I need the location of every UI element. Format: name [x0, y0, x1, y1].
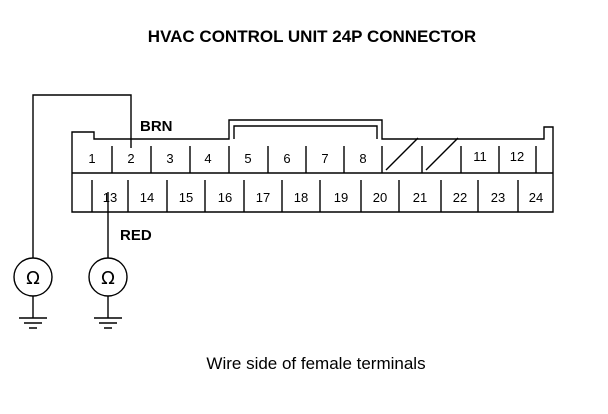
terminal-8: 8 — [359, 151, 366, 166]
terminal-15: 15 — [179, 190, 193, 205]
ground-icon — [19, 317, 47, 329]
ohmmeter-left: Ω — [13, 257, 53, 329]
test-lead-brn — [32, 94, 132, 258]
terminal-5: 5 — [244, 151, 251, 166]
connector-body — [71, 119, 554, 213]
ohmmeter-symbol: Ω — [101, 268, 115, 289]
terminal-22: 22 — [453, 190, 467, 205]
ohmmeter-symbol: Ω — [26, 268, 40, 289]
terminal-11: 11 — [473, 149, 487, 164]
wire-label-brn: BRN — [140, 118, 173, 135]
terminal-21: 21 — [413, 190, 427, 205]
empty-cavity-10 — [425, 137, 459, 171]
terminal-numbers-top: 1 2 3 4 5 6 7 8 11 12 — [88, 149, 524, 166]
wire-labels: BRN RED — [120, 118, 173, 244]
terminal-17: 17 — [256, 190, 270, 205]
terminal-13: 13 — [103, 190, 117, 205]
terminal-19: 19 — [334, 190, 348, 205]
diagram-title: HVAC CONTROL UNIT 24P CONNECTOR — [148, 27, 476, 46]
ground-icon — [94, 317, 122, 329]
terminal-6: 6 — [283, 151, 290, 166]
terminal-20: 20 — [373, 190, 387, 205]
terminal-numbers-bottom: 13 14 15 16 17 18 19 20 21 22 23 24 — [103, 190, 543, 205]
terminal-16: 16 — [218, 190, 232, 205]
empty-cavity-9 — [385, 137, 419, 171]
terminal-24: 24 — [529, 190, 543, 205]
terminal-12: 12 — [510, 149, 524, 164]
ohmmeter-right: Ω — [88, 257, 128, 329]
terminal-7: 7 — [321, 151, 328, 166]
terminal-14: 14 — [140, 190, 154, 205]
terminal-3: 3 — [166, 151, 173, 166]
terminal-23: 23 — [491, 190, 505, 205]
terminal-2: 2 — [127, 151, 134, 166]
wire-label-red: RED — [120, 227, 152, 244]
terminal-18: 18 — [294, 190, 308, 205]
terminal-4: 4 — [204, 151, 211, 166]
test-leads — [32, 94, 132, 258]
diagram-caption: Wire side of female terminals — [206, 354, 425, 373]
terminal-1: 1 — [88, 151, 95, 166]
